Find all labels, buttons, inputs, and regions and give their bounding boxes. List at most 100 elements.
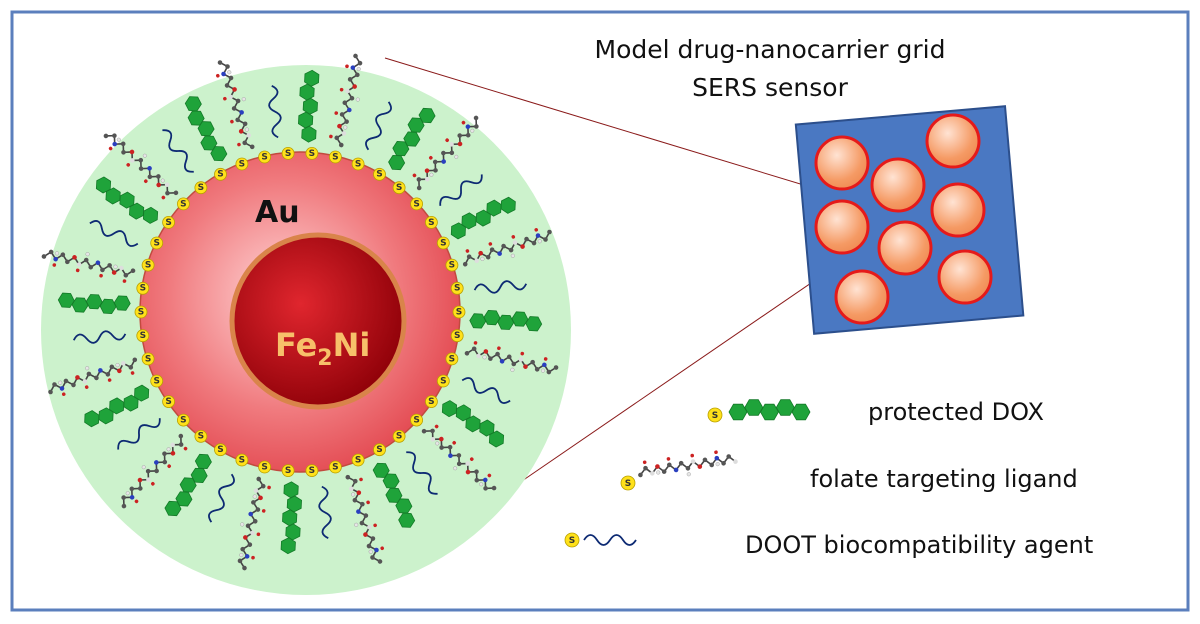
dox-ring bbox=[95, 176, 112, 194]
atom bbox=[686, 472, 691, 477]
folate-chain bbox=[412, 115, 479, 191]
thiol-group: S bbox=[351, 453, 365, 467]
atom bbox=[349, 486, 354, 491]
atom bbox=[461, 120, 466, 125]
folate-chain bbox=[41, 249, 136, 283]
ligand bbox=[469, 310, 543, 332]
atom bbox=[510, 253, 515, 258]
atom bbox=[547, 229, 552, 235]
atom bbox=[249, 144, 255, 150]
thiol-group: S bbox=[258, 460, 272, 474]
atom bbox=[715, 462, 720, 467]
thiol-group: S bbox=[194, 429, 208, 443]
thiol-label: S bbox=[332, 152, 338, 162]
atom bbox=[121, 503, 127, 509]
ligand bbox=[406, 451, 438, 495]
atom bbox=[702, 457, 708, 463]
atom bbox=[129, 149, 135, 155]
atom bbox=[343, 125, 348, 130]
thiol-label: S bbox=[456, 307, 462, 317]
atom bbox=[424, 168, 430, 173]
atom bbox=[156, 174, 161, 179]
thiol-group: S bbox=[445, 352, 459, 366]
thiol-dot bbox=[134, 305, 148, 319]
atom bbox=[88, 264, 94, 270]
ligand-layer bbox=[41, 53, 559, 571]
atom bbox=[53, 256, 58, 262]
thiol-dot bbox=[141, 258, 155, 272]
atom bbox=[178, 442, 184, 447]
thiol-label: S bbox=[449, 354, 455, 364]
atom bbox=[112, 133, 117, 138]
atom bbox=[524, 236, 529, 242]
atom bbox=[356, 509, 361, 514]
atom bbox=[338, 142, 344, 148]
atom bbox=[162, 459, 168, 465]
thiol-dot bbox=[305, 146, 319, 160]
atom bbox=[462, 261, 468, 267]
folate-chain bbox=[103, 133, 179, 200]
thiol-label: S bbox=[217, 445, 223, 455]
doot-chain bbox=[208, 473, 235, 523]
atom bbox=[48, 389, 53, 395]
thiol-dot bbox=[392, 181, 406, 195]
atom bbox=[112, 141, 118, 147]
thiol-label: S bbox=[440, 238, 446, 248]
atom bbox=[119, 265, 124, 271]
doot-chain bbox=[72, 330, 127, 344]
atom bbox=[476, 353, 481, 359]
atom bbox=[733, 459, 738, 464]
atom bbox=[121, 361, 126, 366]
atom bbox=[134, 499, 139, 504]
atom bbox=[510, 367, 515, 372]
thiol-dot bbox=[564, 532, 580, 548]
atom bbox=[531, 240, 537, 246]
ligand bbox=[461, 377, 511, 404]
core-label-sub: 2 bbox=[317, 346, 332, 371]
atom bbox=[491, 485, 497, 491]
atom bbox=[162, 451, 167, 456]
thiol-label: S bbox=[428, 218, 434, 228]
atom bbox=[380, 546, 385, 551]
atom bbox=[355, 72, 360, 78]
dox-icon: S bbox=[707, 399, 811, 423]
atom bbox=[341, 131, 347, 136]
atom bbox=[231, 106, 237, 111]
atom bbox=[144, 179, 148, 183]
dox-chain bbox=[441, 400, 505, 448]
atom bbox=[465, 461, 470, 466]
atom bbox=[368, 549, 373, 554]
atom bbox=[252, 518, 258, 524]
atom bbox=[147, 174, 153, 180]
zoom-line-bottom bbox=[464, 243, 869, 521]
atom bbox=[470, 128, 475, 133]
atom bbox=[449, 150, 455, 156]
atom bbox=[141, 465, 146, 470]
atom bbox=[465, 124, 471, 130]
atom bbox=[553, 365, 559, 370]
atom bbox=[60, 252, 66, 257]
legend-dox-label: protected DOX bbox=[868, 398, 1044, 426]
atom bbox=[478, 250, 483, 256]
atom bbox=[473, 115, 479, 121]
zoom-line-top bbox=[384, 57, 841, 197]
thiol-label: S bbox=[625, 479, 631, 489]
atom bbox=[501, 243, 506, 249]
atom bbox=[126, 163, 131, 167]
thiol-label: S bbox=[309, 466, 315, 476]
thiol-label: S bbox=[376, 445, 382, 455]
atom bbox=[642, 460, 647, 465]
ligand bbox=[208, 473, 235, 523]
thiol-dot bbox=[176, 197, 190, 211]
atom bbox=[239, 110, 244, 115]
thiol-group: S bbox=[141, 352, 155, 366]
ligand bbox=[329, 53, 363, 148]
atom bbox=[430, 437, 436, 442]
atom bbox=[416, 177, 422, 182]
thiol-dot bbox=[373, 443, 386, 457]
ligand bbox=[117, 418, 161, 450]
atom bbox=[221, 71, 226, 77]
atom bbox=[240, 546, 245, 552]
doot-ligand bbox=[72, 330, 127, 344]
